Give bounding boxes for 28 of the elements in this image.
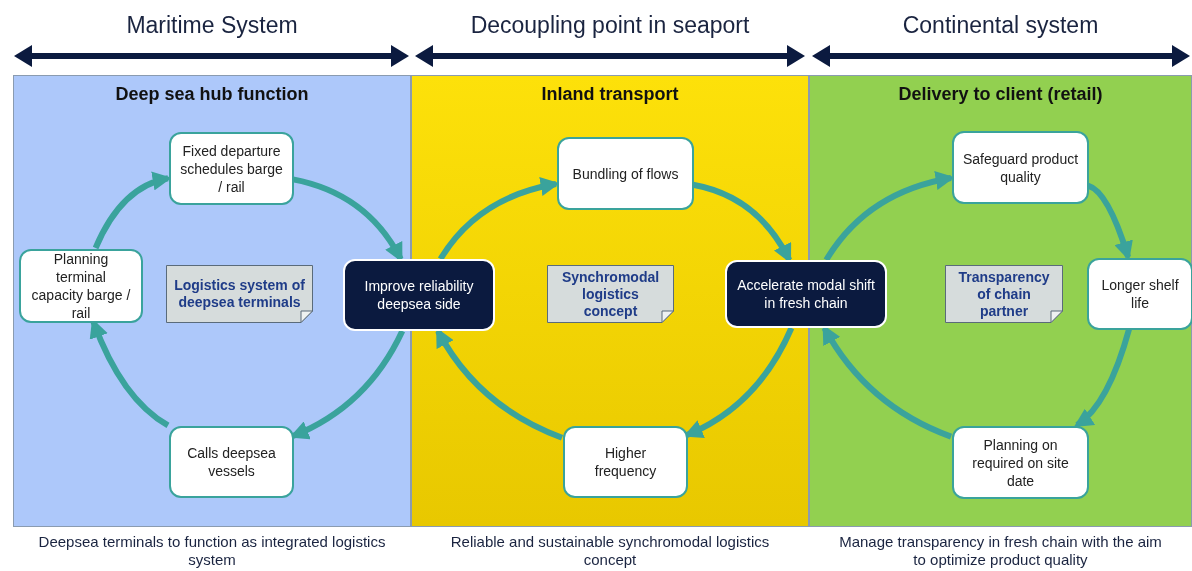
cycle-arrow [438, 177, 560, 261]
process-box: Fixed departure schedules barge / rail [169, 132, 294, 205]
section-caption: Reliable and sustainable synchromodal logistics concept [449, 533, 771, 569]
process-box: Higher frequency [563, 426, 688, 498]
panel-heading: Deep sea hub function [114, 83, 310, 106]
cycle-arrow [92, 172, 172, 250]
cycle-arrow [1073, 328, 1132, 428]
section-title: Continental system [901, 11, 1100, 40]
process-box: Bundling of flows [557, 137, 694, 210]
section-title: Decoupling point in seaport [469, 11, 751, 40]
process-box: Safeguard product quality [952, 131, 1089, 204]
note-card: Transparency of chain partner [945, 265, 1063, 323]
note-card: Synchromodal logistics concept [547, 265, 674, 323]
process-box: Calls deepsea vessels [169, 426, 294, 498]
process-box: Longer shelf life [1087, 258, 1192, 330]
section-title: Maritime System [125, 11, 299, 40]
cycle-arrow [823, 171, 955, 262]
process-box: Planning on required on site date [952, 426, 1089, 499]
panel-heading: Delivery to client (retail) [897, 83, 1104, 106]
cycle-arrow [1086, 182, 1133, 261]
panel-heading: Inland transport [540, 83, 680, 106]
process-box: Planning terminal capacity barge / rail [19, 249, 143, 323]
section-panel [809, 75, 1192, 527]
highlight-box: Improve reliability deepsea side [343, 259, 495, 331]
note-card: Logistics system of deepsea terminals [166, 265, 313, 323]
highlight-box: Accelerate modal shift in fresh chain [725, 260, 887, 328]
section-caption: Manage transparency in fresh chain with the aim to optimize product quality [838, 533, 1163, 569]
section-caption: Deepsea terminals to function as integrated logistics system [37, 533, 387, 569]
